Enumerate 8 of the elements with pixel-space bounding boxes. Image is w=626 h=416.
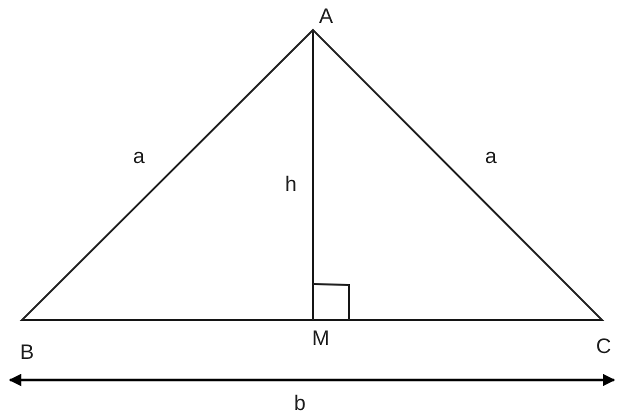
side-label: a <box>485 146 497 167</box>
vertex-label: B <box>20 342 34 363</box>
side-label: a <box>133 146 145 167</box>
height-label: h <box>285 174 297 195</box>
vertex-label: A <box>319 6 334 27</box>
dimension-label: b <box>294 393 306 414</box>
vertex-label: C <box>596 336 612 357</box>
point-label: M <box>312 328 330 349</box>
